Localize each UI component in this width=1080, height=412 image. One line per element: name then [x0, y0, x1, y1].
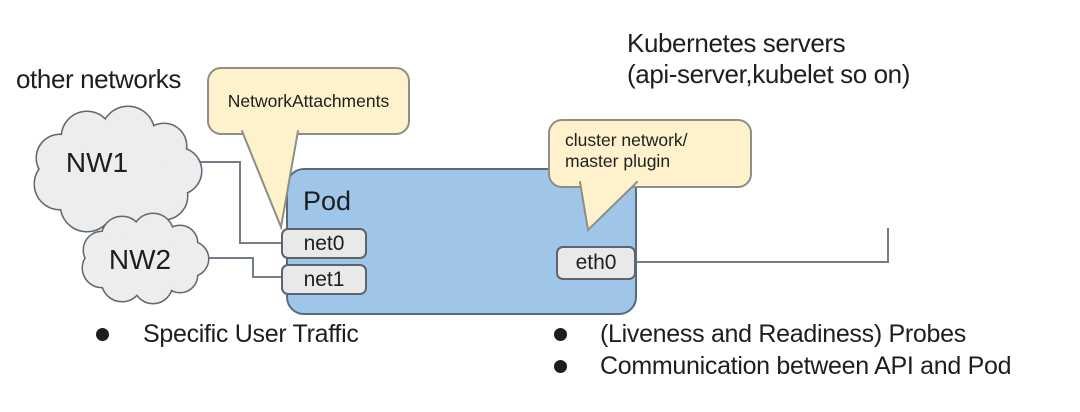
- cluster-network-callout-line2: master plugin: [565, 151, 671, 171]
- cluster-network-callout: cluster network/ master plugin: [548, 119, 752, 188]
- bullet-item-specific-user-traffic: Specific User Traffic: [96, 320, 359, 349]
- bullet-text: Specific User Traffic: [143, 320, 359, 348]
- cloud-nw1: NW1: [33, 105, 203, 238]
- bullet-dot: [96, 328, 109, 341]
- cloud-nw2: NW2: [81, 212, 210, 305]
- bullet-dot: [554, 360, 567, 373]
- cloud-nw1-label: NW1: [66, 147, 128, 178]
- bullet-text: (Liveness and Readiness) Probes: [600, 320, 966, 348]
- net1-label: net1: [303, 267, 345, 291]
- kubernetes-servers-line1: Kubernetes servers: [627, 28, 846, 58]
- bullet-item-api-communication: Communication between API and Pod: [554, 352, 1012, 381]
- other-networks-label: other networks: [16, 64, 181, 94]
- net1-box: net1: [281, 264, 367, 295]
- cloud-nw2-label: NW2: [109, 244, 171, 275]
- network-attachments-callout-text: NetworkAttachments: [227, 90, 390, 111]
- network-attachments-callout: NetworkAttachments: [207, 67, 410, 135]
- eth0-label: eth0: [575, 251, 617, 274]
- bullet-item-probes: (Liveness and Readiness) Probes: [554, 320, 966, 349]
- net0-label: net0: [303, 231, 345, 255]
- bullet-dot: [554, 328, 567, 341]
- pod-label: Pod: [303, 186, 352, 216]
- kubernetes-servers-label: Kubernetes servers (api-server,kubelet s…: [627, 28, 910, 90]
- net0-box: net0: [281, 228, 367, 259]
- connector-nw1-net0: [150, 161, 283, 244]
- bullet-text: Communication between API and Pod: [600, 352, 1012, 380]
- kubernetes-servers-line2: (api-server,kubelet so on): [627, 59, 910, 89]
- cluster-network-callout-line1: cluster network/: [565, 130, 688, 150]
- eth0-box: eth0: [556, 246, 636, 280]
- connector-nw2-net1: [175, 257, 283, 278]
- connector-eth0-kubernetes: [632, 228, 889, 263]
